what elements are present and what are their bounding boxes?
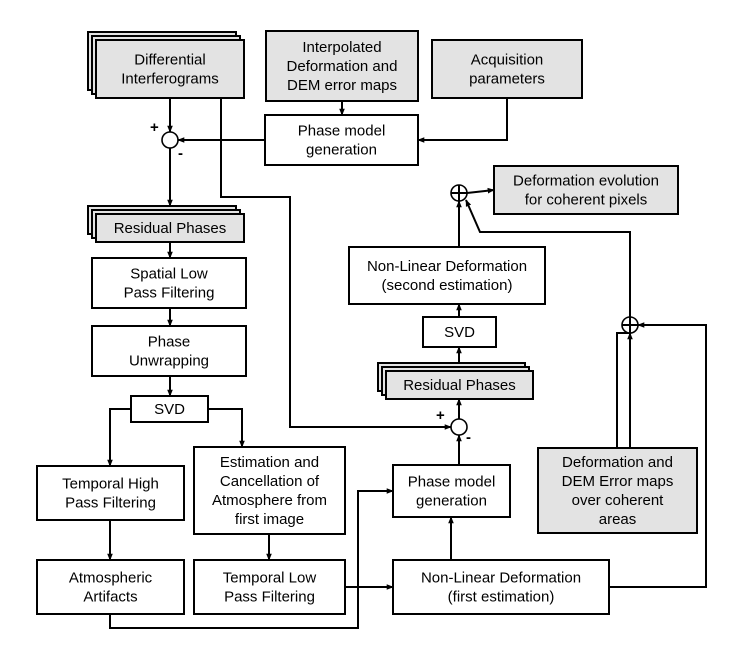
- box-frame: [193, 559, 346, 615]
- box-label: Estimation and: [220, 454, 319, 471]
- box-frame: [264, 114, 419, 166]
- box-label: Spatial Low: [130, 266, 208, 283]
- box-label: for coherent pixels: [525, 192, 648, 209]
- box-frame: [95, 39, 245, 99]
- connector-15: [609, 322, 707, 588]
- box-label: Differential: [134, 52, 205, 69]
- connector-17: [220, 98, 452, 430]
- box-label: Residual Phases: [403, 377, 516, 394]
- box-label: (first estimation): [448, 589, 555, 606]
- nl-def-1-box: Non-Linear Deformation (first estimation): [392, 559, 610, 615]
- box-frame: [493, 165, 679, 215]
- box-label: Phase model: [298, 123, 386, 140]
- box-label: Pass Filtering: [65, 495, 156, 512]
- box-label: first image: [235, 511, 304, 528]
- nl-def-2-box: Non-Linear Deformation (second estimation…: [348, 246, 546, 305]
- box-label: Non-Linear Deformation: [367, 258, 527, 275]
- box-frame: [348, 246, 546, 305]
- box-frame: [265, 30, 419, 102]
- box-frame: [537, 447, 698, 534]
- sum-junction-j4: [621, 316, 639, 334]
- box-frame: [193, 446, 346, 535]
- box-frame: [95, 213, 245, 243]
- box-frame: [431, 39, 583, 99]
- box-label: SVD: [444, 324, 475, 341]
- sign-minus: -: [466, 429, 471, 446]
- box-label: generation: [306, 142, 377, 159]
- box-label: Interpolated: [302, 39, 381, 56]
- box-label: Phase: [148, 334, 191, 351]
- box-label: DEM Error maps: [562, 473, 674, 490]
- connector-lines: [107, 98, 707, 629]
- box-label: areas: [599, 511, 637, 528]
- phase-model-1-box: Phase model generation: [264, 114, 419, 166]
- box-frame: [91, 257, 247, 309]
- residual-2-box: Residual Phases: [377, 362, 534, 400]
- box-frame: [36, 559, 185, 615]
- svd-1-box: SVD: [130, 395, 209, 423]
- box-frame: [130, 395, 209, 423]
- connector-23: [616, 332, 630, 448]
- connector-25: [465, 199, 631, 317]
- box-label: Non-Linear Deformation: [421, 570, 581, 587]
- sign-minus: -: [178, 145, 183, 162]
- sign-plus: +: [150, 119, 159, 136]
- box-label: Acquisition: [471, 52, 544, 69]
- box-frame: [392, 559, 610, 615]
- def-evolution-box: Deformation evolution for coherent pixels: [493, 165, 679, 215]
- box-label: Atmosphere from: [212, 492, 327, 509]
- sign-plus: +: [436, 407, 445, 424]
- box-label: Deformation evolution: [513, 173, 659, 190]
- summing-junctions: + - + -: [150, 119, 639, 446]
- box-label: Temporal High: [62, 476, 159, 493]
- phase-model-2-box: Phase model generation: [392, 464, 511, 518]
- box-label: Interferograms: [121, 71, 219, 88]
- connector-8: [107, 408, 131, 467]
- box-label: Pass Filtering: [224, 589, 315, 606]
- box-frame: [422, 316, 497, 348]
- svd-2-box: SVD: [422, 316, 497, 348]
- box-frame: [91, 325, 247, 377]
- box-frame: [392, 464, 511, 518]
- box-label: Phase model: [408, 474, 496, 491]
- box-label: Unwrapping: [129, 353, 209, 370]
- box-label: Deformation and: [287, 58, 398, 75]
- sum-junction-j1: [161, 131, 179, 149]
- connector-22: [466, 187, 495, 194]
- sum-junction-j2: [450, 418, 468, 436]
- connector-13: [109, 488, 394, 629]
- box-label: Deformation and: [562, 454, 673, 471]
- box-label: Temporal Low: [223, 570, 317, 587]
- box-label: SVD: [154, 401, 185, 418]
- sum-junction-j3: [450, 184, 468, 202]
- box-label: DEM error maps: [287, 77, 397, 94]
- acq-params-box: Acquisition parameters: [431, 39, 583, 99]
- box-frame: [385, 370, 534, 400]
- box-label: Atmospheric: [69, 570, 153, 587]
- box-label: Residual Phases: [114, 220, 227, 237]
- residual-1-box: Residual Phases: [87, 205, 245, 243]
- box-frame: [36, 465, 185, 521]
- box-label: generation: [416, 493, 487, 510]
- box-label: Pass Filtering: [124, 285, 215, 302]
- box-label: (second estimation): [382, 277, 513, 294]
- box-label: Cancellation of: [220, 473, 320, 490]
- box-label: parameters: [469, 71, 545, 88]
- box-label: over coherent: [572, 492, 665, 509]
- box-label: Artifacts: [83, 589, 137, 606]
- connector-2: [417, 98, 508, 143]
- connector-9: [208, 408, 245, 448]
